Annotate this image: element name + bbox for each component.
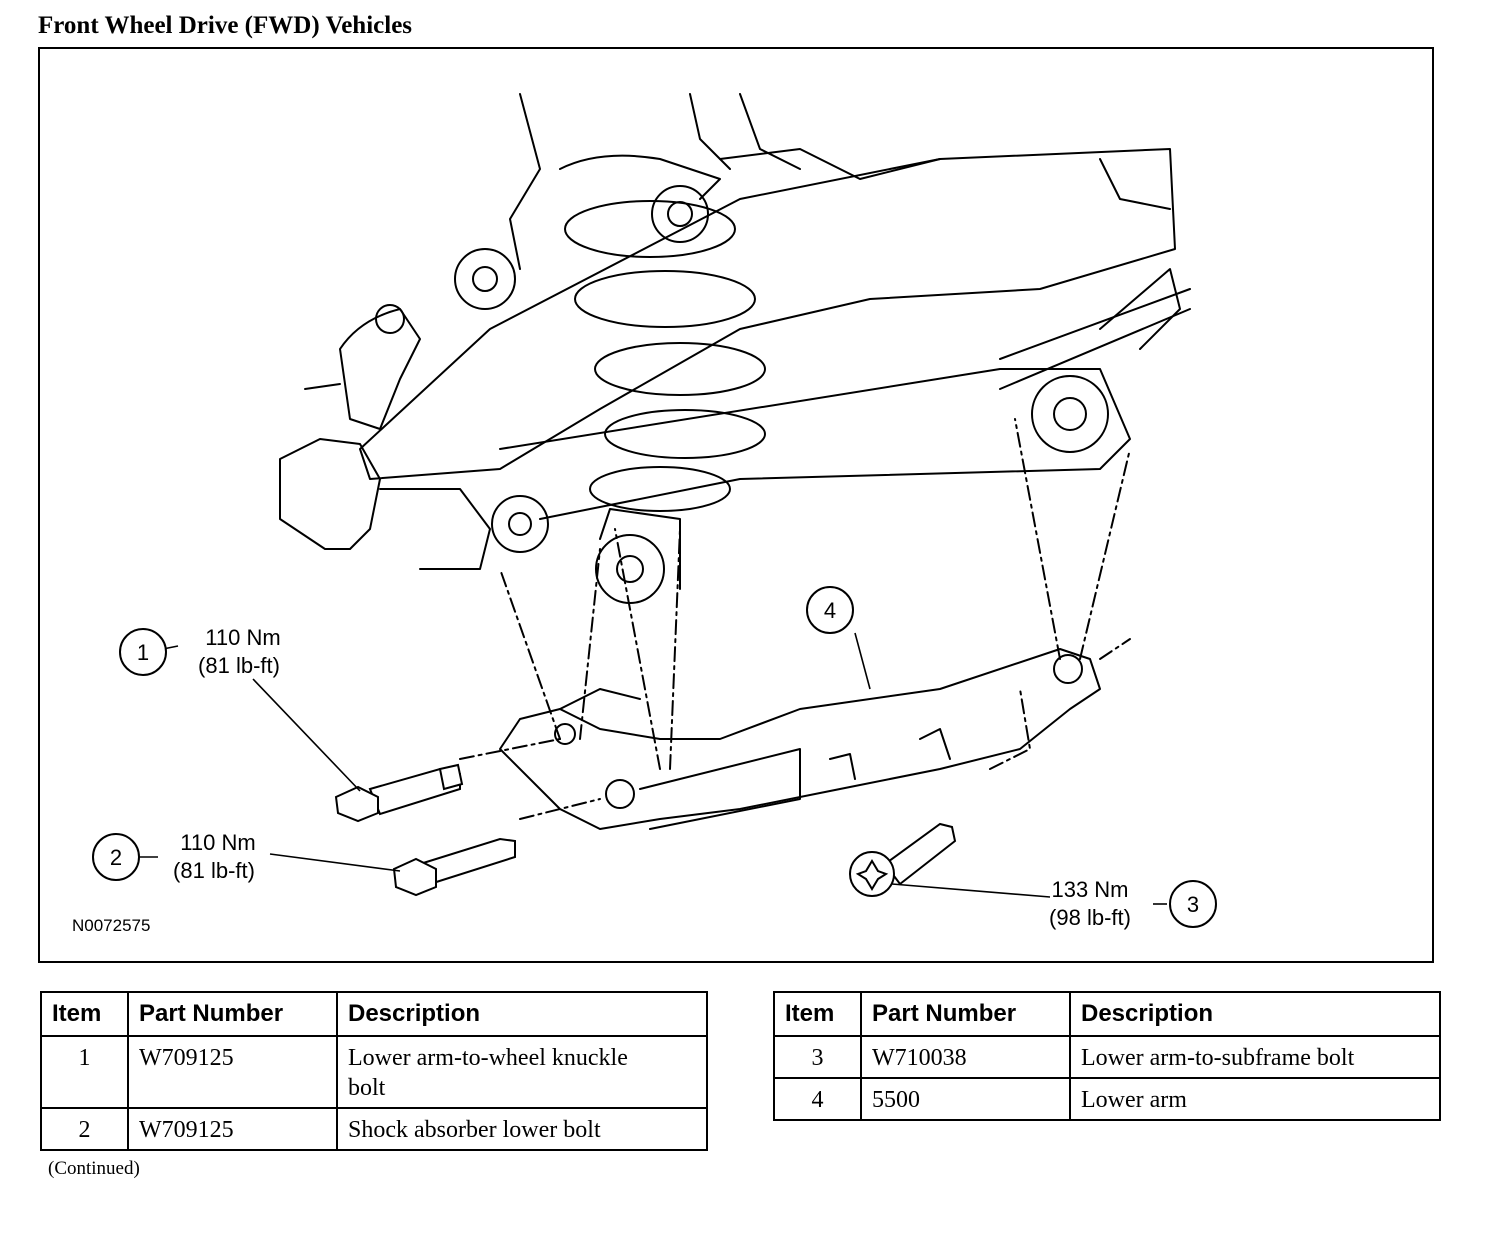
table-row: 1 W709125 Lower arm-to-wheel knuckle bolt xyxy=(40,1035,708,1109)
callout-number-3: 3 xyxy=(1187,892,1199,917)
callout-circle-4 xyxy=(806,586,854,634)
cell-description: Lower arm-to-wheel knuckle bolt xyxy=(336,1035,708,1109)
cell-item: 2 xyxy=(40,1107,129,1151)
bolt-3-icon xyxy=(849,822,957,897)
column-header-item: Item xyxy=(40,991,129,1037)
bolt-2-icon xyxy=(392,837,516,897)
table-row: 3 W710038 Lower arm-to-subframe bolt xyxy=(773,1035,1441,1079)
torque-2-lbft: (81 lb-ft) xyxy=(173,858,255,883)
cell-description: Lower arm xyxy=(1069,1077,1441,1121)
table-header-row: Item Part Number Description xyxy=(773,991,1441,1037)
callout-circle-1 xyxy=(119,628,167,676)
column-header-part-number: Part Number xyxy=(127,991,338,1037)
coil-spring xyxy=(564,200,766,512)
wheel-knuckle xyxy=(279,304,491,570)
cell-item: 1 xyxy=(40,1035,129,1109)
strut-tower xyxy=(509,93,801,270)
parts-table-left: Item Part Number Description 1 W709125 L… xyxy=(40,991,708,1151)
column-header-description: Description xyxy=(1069,991,1441,1037)
torque-2-nm: 110 Nm xyxy=(180,830,255,855)
callout-circle-2 xyxy=(92,833,140,881)
continued-note: (Continued) xyxy=(48,1158,140,1179)
upper-arm xyxy=(359,148,1176,480)
suspension-drawing: 1 2 3 4 110 Nm (81 lb-ft) 110 Nm (81 lb-… xyxy=(72,93,1217,935)
cell-part-number: W709125 xyxy=(127,1107,338,1151)
cell-description: Shock absorber lower bolt xyxy=(336,1107,708,1151)
cell-part-number: 5500 xyxy=(860,1077,1071,1121)
cell-part-number: W710038 xyxy=(860,1035,1071,1079)
rear-link xyxy=(499,268,1191,520)
figure-id: N0072575 xyxy=(72,916,150,935)
torque-1-lbft: (81 lb-ft) xyxy=(198,653,280,678)
table-row: 4 5500 Lower arm xyxy=(773,1077,1441,1121)
suspension-illustration: 1 2 3 4 110 Nm (81 lb-ft) 110 Nm (81 lb-… xyxy=(38,47,1434,963)
table-header-row: Item Part Number Description xyxy=(40,991,708,1037)
description-line: Lower arm-to-wheel knuckle xyxy=(348,1045,628,1071)
alignment-lines xyxy=(459,418,1131,820)
torque-3-nm: 133 Nm xyxy=(1051,877,1128,902)
callout-number-1: 1 xyxy=(137,640,149,665)
torque-1-nm: 110 Nm xyxy=(205,625,280,650)
callout-circle-3 xyxy=(1169,880,1217,928)
cell-part-number: W709125 xyxy=(127,1035,338,1109)
description-line: bolt xyxy=(348,1075,386,1101)
callout-leaders xyxy=(138,632,1167,905)
lower-arm xyxy=(499,648,1101,830)
callout-number-2: 2 xyxy=(110,845,122,870)
table-row: 2 W709125 Shock absorber lower bolt xyxy=(40,1107,708,1151)
column-header-item: Item xyxy=(773,991,862,1037)
cell-item: 3 xyxy=(773,1035,862,1079)
bolt-1-icon xyxy=(334,763,464,823)
callout-number-4: 4 xyxy=(824,598,836,623)
column-header-part-number: Part Number xyxy=(860,991,1071,1037)
column-header-description: Description xyxy=(336,991,708,1037)
cell-description: Lower arm-to-subframe bolt xyxy=(1069,1035,1441,1079)
page-title: Front Wheel Drive (FWD) Vehicles xyxy=(38,12,413,39)
cell-item: 4 xyxy=(773,1077,862,1121)
torque-3-lbft: (98 lb-ft) xyxy=(1049,905,1131,930)
parts-table-right: Item Part Number Description 3 W710038 L… xyxy=(773,991,1441,1121)
shock-bushing xyxy=(491,495,681,604)
